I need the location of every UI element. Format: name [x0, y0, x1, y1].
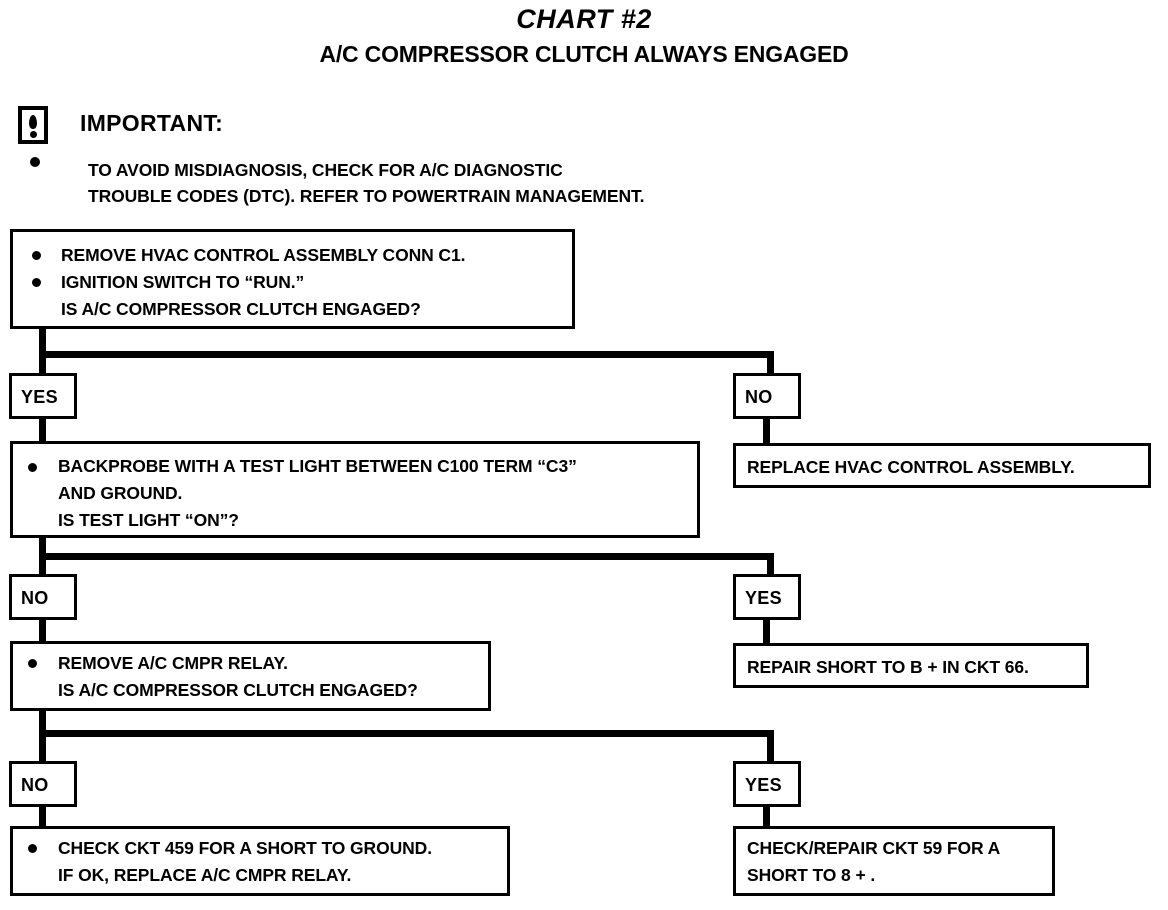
- step-3-box: REMOVE A/C CMPR RELAY. IS A/C COMPRESSOR…: [10, 641, 491, 711]
- bullet-icon: [28, 659, 37, 668]
- important-bullet-icon: [30, 157, 40, 167]
- bullet-icon: [32, 251, 41, 260]
- branch-label-no-2: NO: [9, 574, 77, 620]
- outcome-3-text: CHECK/REPAIR CKT 59 FOR A SHORT TO 8 + .: [747, 838, 1001, 885]
- step-4-text: CHECK CKT 459 FOR A SHORT TO GROUND. IF …: [58, 838, 432, 885]
- exclamation-stroke: [29, 115, 37, 129]
- outcome-2-box: REPAIR SHORT TO B + IN CKT 66.: [733, 643, 1089, 688]
- connector-yes3-down: [763, 806, 770, 828]
- bullet-icon: [28, 463, 37, 472]
- connector-bus2-left-drop: [39, 553, 46, 575]
- branch-label-yes-2: YES: [733, 574, 801, 620]
- branch-label-no-1: NO: [733, 373, 801, 419]
- connector-step2-down: [39, 538, 46, 553]
- branch-label-yes-1: YES: [9, 373, 77, 419]
- branch-label-text: NO: [21, 775, 49, 795]
- outcome-2-text: REPAIR SHORT TO B + IN CKT 66.: [747, 657, 1029, 677]
- connector-no1-down: [763, 418, 770, 443]
- exclamation-dot: [29, 131, 37, 138]
- connector-bus3-left-drop: [39, 730, 46, 761]
- page-subtitle: A/C COMPRESSOR CLUTCH ALWAYS ENGAGED: [319, 41, 849, 67]
- connector-step3-down: [39, 711, 46, 730]
- connector-bus3-right-drop: [767, 730, 774, 761]
- step-1-text: REMOVE HVAC CONTROL ASSEMBLY CONN C1. IG…: [61, 245, 466, 319]
- branch-label-text: YES: [21, 387, 58, 407]
- branch-label-text: YES: [745, 588, 782, 608]
- connector-step1-down: [39, 329, 46, 351]
- step-3-text: REMOVE A/C CMPR RELAY. IS A/C COMPRESSOR…: [58, 653, 418, 700]
- step-4-box: CHECK CKT 459 FOR A SHORT TO GROUND. IF …: [10, 826, 510, 896]
- outcome-1-box: REPLACE HVAC CONTROL ASSEMBLY.: [733, 443, 1151, 488]
- branch-label-text: YES: [745, 775, 782, 795]
- step-2-text: BACKPROBE WITH A TEST LIGHT BETWEEN C100…: [58, 456, 577, 530]
- bullet-icon: [28, 844, 37, 853]
- branch-label-no-3: NO: [9, 761, 77, 807]
- connector-yes1-down: [39, 418, 46, 443]
- connector-bus1-left-drop: [39, 351, 46, 375]
- connector-bus-2: [39, 553, 774, 560]
- connector-bus-3: [39, 730, 774, 737]
- connector-no3-down: [39, 806, 46, 828]
- branch-label-text: NO: [21, 588, 49, 608]
- exclamation-in-box-icon: [18, 106, 48, 144]
- connector-no2-down: [39, 619, 46, 643]
- outcome-1-text: REPLACE HVAC CONTROL ASSEMBLY.: [747, 457, 1075, 477]
- connector-bus1-right-drop: [767, 351, 774, 375]
- branch-label-yes-3: YES: [733, 761, 801, 807]
- branch-label-text: NO: [745, 387, 773, 407]
- bullet-icon: [32, 278, 41, 287]
- important-label: IMPORTANT:: [80, 110, 224, 136]
- outcome-3-box: CHECK/REPAIR CKT 59 FOR A SHORT TO 8 + .: [733, 826, 1055, 896]
- step-2-box: BACKPROBE WITH A TEST LIGHT BETWEEN C100…: [10, 441, 700, 538]
- connector-yes2-down: [763, 619, 770, 643]
- connector-bus-1: [39, 351, 774, 358]
- step-1-box: REMOVE HVAC CONTROL ASSEMBLY CONN C1. IG…: [10, 229, 575, 329]
- important-text: TO AVOID MISDIAGNOSIS, CHECK FOR A/C DIA…: [88, 160, 645, 206]
- connector-bus2-right-drop: [767, 553, 774, 575]
- page-title: CHART #2: [516, 4, 652, 34]
